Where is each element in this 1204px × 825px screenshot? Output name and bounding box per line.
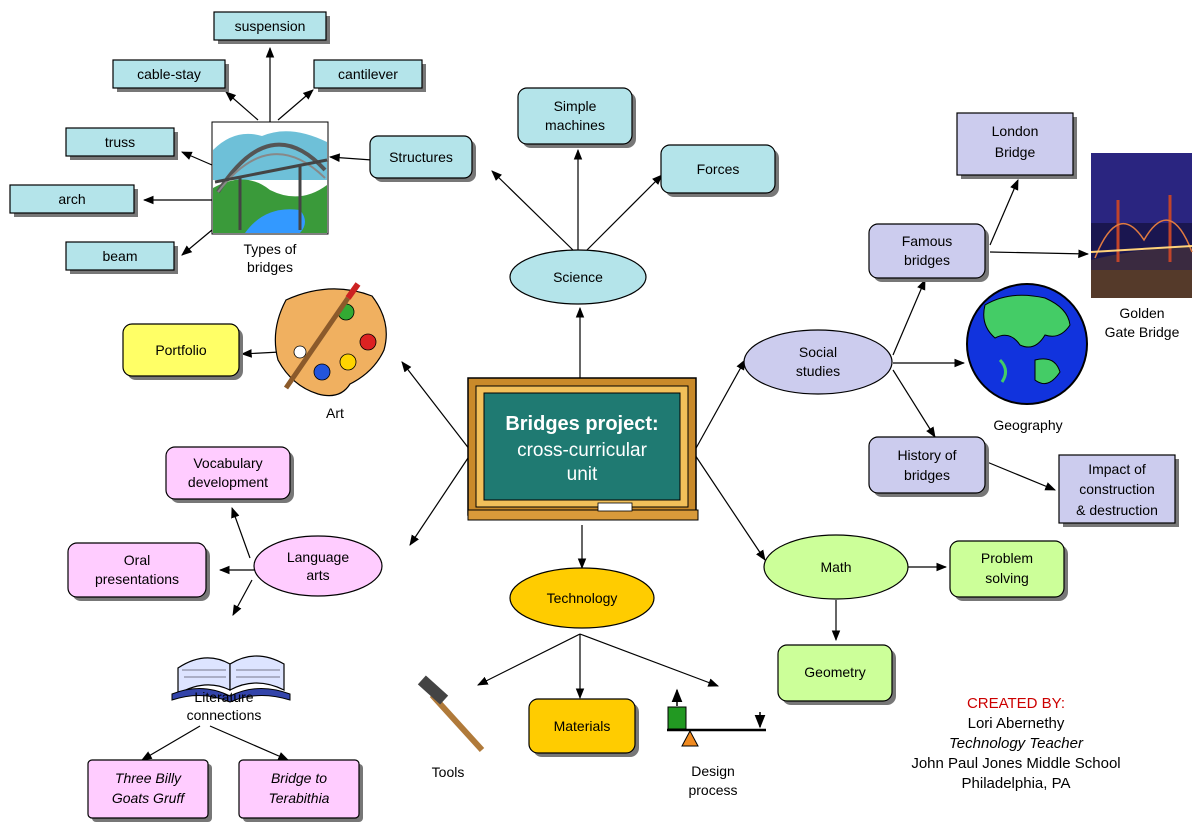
geography-label: Geography — [993, 417, 1062, 433]
svg-text:cantilever: cantilever — [338, 66, 398, 82]
design-label-2: process — [688, 782, 737, 798]
types-caption-2: bridges — [247, 259, 293, 275]
node-truss: truss — [65, 127, 178, 160]
svg-text:Oral: Oral — [124, 552, 150, 568]
node-math: Math — [763, 534, 909, 600]
svg-text:Goats Gruff: Goats Gruff — [112, 790, 186, 806]
credits-city: Philadelphia, PA — [962, 775, 1071, 792]
credits-school: John Paul Jones Middle School — [911, 755, 1120, 772]
svg-text:construction: construction — [1079, 481, 1154, 497]
golden-gate-caption-1: Golden — [1119, 305, 1164, 321]
svg-text:Simple: Simple — [554, 98, 597, 114]
art-label: Art — [326, 405, 344, 421]
node-problem-solving: Problem solving — [949, 540, 1068, 601]
svg-text:Social: Social — [799, 344, 837, 360]
node-suspension: suspension — [213, 11, 330, 44]
node-beam: beam — [65, 241, 178, 274]
svg-text:Geometry: Geometry — [804, 664, 865, 680]
node-famous-bridges: Famous bridges — [868, 223, 989, 282]
node-three-billy-goats: Three Billy Goats Gruff — [87, 759, 212, 822]
credits-heading: CREATED BY: — [967, 695, 1065, 712]
svg-text:Vocabulary: Vocabulary — [193, 455, 262, 471]
svg-text:London: London — [992, 123, 1039, 139]
svg-text:Bridge: Bridge — [995, 144, 1036, 160]
node-cable-stay: cable-stay — [112, 59, 229, 92]
node-science: Science — [509, 249, 647, 305]
svg-text:Famous: Famous — [902, 233, 953, 249]
svg-text:bridges: bridges — [904, 252, 950, 268]
balance-icon — [667, 688, 766, 747]
connectors — [141, 46, 1090, 761]
node-technology: Technology — [509, 567, 655, 629]
tools-label: Tools — [432, 764, 465, 780]
node-oral-presentations: Oral presentations — [67, 542, 210, 601]
svg-text:Three Billy: Three Billy — [115, 770, 182, 786]
center-subtitle-2: unit — [567, 464, 598, 485]
node-structures: Structures — [369, 135, 476, 182]
node-social-studies: Social studies — [743, 329, 893, 395]
node-cantilever: cantilever — [313, 59, 426, 92]
node-london-bridge: London Bridge — [956, 112, 1077, 179]
svg-text:& destruction: & destruction — [1076, 502, 1158, 518]
center-subtitle-1: cross-curricular — [517, 440, 648, 461]
node-geometry: Geometry — [777, 644, 896, 705]
svg-text:arts: arts — [306, 567, 329, 583]
svg-text:solving: solving — [985, 570, 1029, 586]
design-label-1: Design — [691, 763, 735, 779]
svg-text:History of: History of — [897, 447, 956, 463]
svg-text:development: development — [188, 474, 268, 490]
svg-text:Structures: Structures — [389, 149, 453, 165]
svg-text:Forces: Forces — [697, 161, 740, 177]
node-materials: Materials — [528, 698, 639, 757]
literature-caption-1: Literature — [194, 689, 253, 705]
svg-text:Technology: Technology — [547, 590, 618, 606]
node-bridge-to-terabithia: Bridge to Terabithia — [238, 759, 363, 822]
svg-text:beam: beam — [102, 248, 137, 264]
svg-text:Problem: Problem — [981, 550, 1033, 566]
center-title: Bridges project: — [505, 413, 658, 435]
credits-name: Lori Abernethy — [968, 715, 1065, 732]
svg-text:Terabithia: Terabithia — [269, 790, 330, 806]
node-forces: Forces — [660, 144, 779, 197]
literature-caption-2: connections — [187, 707, 262, 723]
svg-text:presentations: presentations — [95, 571, 179, 587]
node-portfolio: Portfolio — [122, 323, 243, 380]
types-caption-1: Types of — [244, 241, 297, 257]
svg-text:Math: Math — [820, 559, 851, 575]
book-icon — [171, 655, 291, 703]
palette-icon — [274, 282, 387, 397]
svg-text:Portfolio: Portfolio — [155, 342, 207, 358]
node-impact: Impact of construction & destruction — [1058, 454, 1179, 527]
svg-text:Materials: Materials — [554, 718, 611, 734]
center-chalkboard: Bridges project: cross-curricular unit — [467, 377, 699, 521]
svg-text:studies: studies — [796, 363, 840, 379]
svg-text:Impact of: Impact of — [1088, 461, 1146, 477]
golden-gate-photo — [1090, 153, 1193, 298]
hammer-icon — [417, 675, 485, 753]
svg-text:machines: machines — [545, 117, 605, 133]
node-arch: arch — [9, 184, 138, 217]
golden-gate-caption-2: Gate Bridge — [1105, 324, 1180, 340]
svg-text:suspension: suspension — [235, 18, 306, 34]
node-vocabulary: Vocabulary development — [165, 446, 294, 503]
globe-icon — [966, 283, 1088, 405]
credits-role: Technology Teacher — [949, 735, 1084, 752]
svg-text:Science: Science — [553, 269, 603, 285]
credits: CREATED BY: Lori Abernethy Technology Te… — [911, 695, 1120, 792]
svg-text:arch: arch — [58, 191, 85, 207]
svg-text:bridges: bridges — [904, 467, 950, 483]
node-history-of-bridges: History of bridges — [868, 436, 989, 497]
svg-text:Bridge to: Bridge to — [271, 770, 327, 786]
bridge-icon — [211, 121, 329, 235]
node-language-arts: Language arts — [253, 535, 383, 597]
svg-text:truss: truss — [105, 134, 135, 150]
svg-text:cable-stay: cable-stay — [137, 66, 201, 82]
svg-text:Language: Language — [287, 549, 350, 565]
node-simple-machines: Simple machines — [517, 87, 636, 148]
